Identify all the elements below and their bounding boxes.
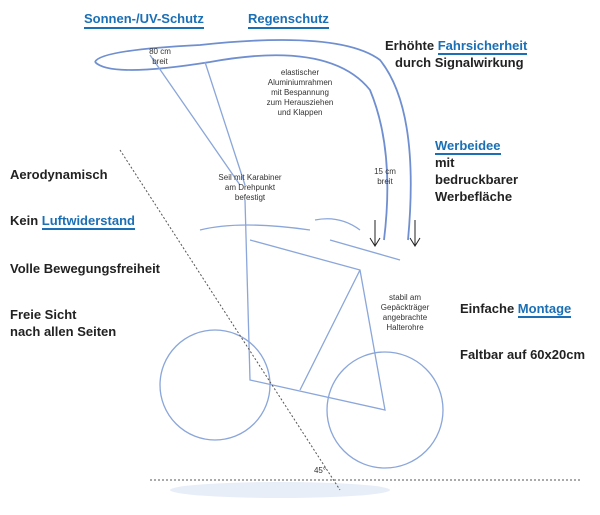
handlebar-saddle [199, 218, 361, 231]
canopy-frame [94, 39, 412, 241]
note-frame-line1: elastischer [280, 68, 320, 77]
aero-text: Aerodynamisch [10, 167, 108, 182]
note-holder-line4: Halterohre [386, 323, 424, 332]
note-15cm-line1: 15 cm [374, 167, 396, 176]
wind-highlight: Luftwiderstand [41, 213, 135, 230]
note-frame-line2: Aluminiumrahmen [267, 78, 333, 87]
safety-highlight: Fahrsicherheit [437, 38, 528, 55]
safety-line2: durch Signalwirkung [395, 55, 524, 70]
angle-line [119, 149, 341, 491]
heading-rain: Regenschutz [248, 10, 329, 29]
note-holder-line2: Gepäckträger [380, 303, 430, 312]
ad-line2: mit [435, 155, 455, 170]
view-line1: Freie Sicht [10, 307, 77, 322]
note-80cm-line2: breit [152, 57, 168, 66]
rear-wheel [326, 351, 444, 469]
freedom-text: Volle Bewegungsfreiheit [10, 261, 161, 276]
frame [244, 199, 401, 411]
note-rope-line2: am Drehpunkt [224, 183, 276, 192]
view-text: Freie Sicht nach allen Seiten [10, 306, 116, 340]
arrow-icon [369, 220, 421, 247]
safety-prefix: Erhöhte [385, 38, 438, 53]
ad-line3: bedruckbarer [435, 172, 519, 187]
ad-highlight: Werbeidee [435, 138, 501, 155]
note-15cm-line2: breit [377, 177, 393, 186]
mount-text: Einfache Montage [460, 300, 572, 318]
front-wheel [159, 329, 271, 441]
angle-label: 45° [313, 466, 327, 475]
wind-prefix: Kein [10, 213, 42, 228]
note-frame-line4: zum Herausziehen [266, 98, 334, 107]
wind-text: Kein Luftwiderstand [10, 212, 135, 230]
note-holder-line1: stabil am [388, 293, 421, 302]
ad-line4: Werbefläche [435, 189, 513, 204]
note-frame-line3: mit Bespannung [271, 88, 329, 97]
rope [149, 54, 246, 186]
mount-prefix: Einfache [460, 301, 518, 316]
view-line2: nach allen Seiten [10, 324, 117, 339]
fold-text: Faltbar auf 60x20cm [460, 347, 586, 362]
note-holder-line3: angebrachte [382, 313, 428, 322]
note-80cm-line1: 80 cm [149, 47, 171, 56]
note-frame-line5: und Klappen [277, 108, 323, 117]
note-rope-line1: Seil mit Karabiner [218, 173, 282, 182]
note-rope-line3: befestigt [234, 193, 266, 202]
heading-sun: Sonnen-/UV-Schutz [84, 10, 204, 29]
shadow [170, 482, 390, 498]
mount-highlight: Montage [517, 301, 572, 318]
